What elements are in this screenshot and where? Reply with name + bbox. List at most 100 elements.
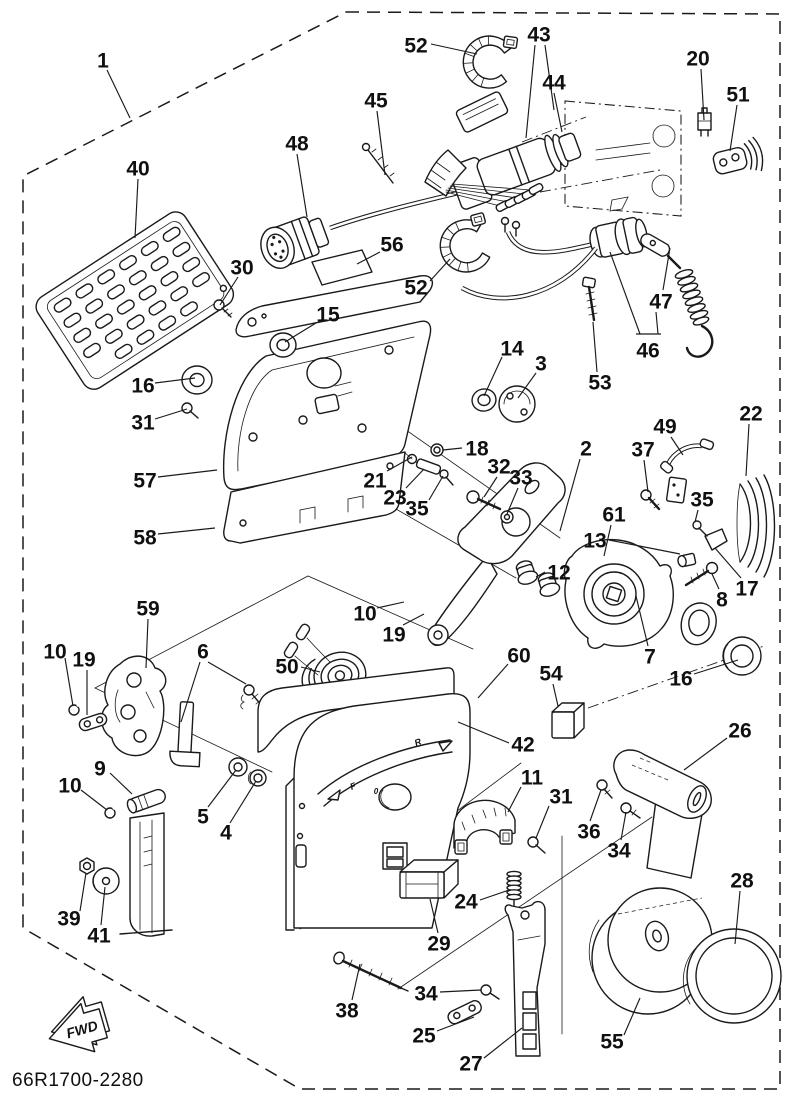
housing-marking-F: F <box>348 780 357 792</box>
leader-line <box>154 408 188 420</box>
callout-44: 44 <box>542 72 566 133</box>
callout-17: 17 <box>714 547 759 601</box>
callout-7: 7 <box>635 595 656 669</box>
callout-label-40: 40 <box>126 158 149 181</box>
callout-label-47: 47 <box>649 291 672 314</box>
callout-18: 18 <box>442 438 489 461</box>
leader-line <box>525 44 536 139</box>
callout-10: 10 <box>353 601 405 626</box>
part-washer-14 <box>471 388 497 412</box>
leader-line <box>356 251 381 265</box>
callout-59: 59 <box>136 598 160 669</box>
callout-label-39: 39 <box>57 908 80 931</box>
leader-line <box>553 92 563 133</box>
callout-label-51: 51 <box>726 84 750 107</box>
callout-label-10: 10 <box>43 641 66 664</box>
leader-line <box>729 104 738 152</box>
leader-line <box>483 356 503 397</box>
callout-55: 55 <box>600 997 641 1054</box>
callout-label-43: 43 <box>527 24 550 47</box>
part-screw-31-left <box>181 402 199 419</box>
callout-label-27: 27 <box>459 1053 482 1076</box>
callout-label-2: 2 <box>580 438 592 461</box>
callout-39: 39 <box>57 872 87 931</box>
leader-line <box>100 886 106 926</box>
part-throttle-cam-61 <box>563 438 776 676</box>
callout-11: 11 <box>507 767 544 813</box>
callout-label-3: 3 <box>535 353 547 376</box>
callout-label-35: 35 <box>405 498 429 521</box>
part-clamp-52-bottom <box>433 211 498 279</box>
callout-label-29: 29 <box>427 933 450 956</box>
leader-line <box>700 68 705 121</box>
callout-label-11: 11 <box>521 767 544 790</box>
callout-label-26: 26 <box>728 720 751 743</box>
part-code-text: 66R1700-2280 <box>12 1070 144 1091</box>
callout-label-9: 9 <box>94 758 106 781</box>
callout-31: 31 <box>131 408 188 435</box>
leader-line <box>477 663 509 699</box>
leader-line <box>609 251 641 335</box>
callout-60: 60 <box>477 645 531 699</box>
part-lanyard-47 <box>640 233 714 358</box>
callout-57: 57 <box>133 469 218 493</box>
leader-line <box>635 595 649 647</box>
fwd-arrow: FWD <box>48 996 111 1053</box>
callout-label-48: 48 <box>285 133 309 156</box>
part-shift-bracket-2 <box>403 443 566 647</box>
leader-line <box>734 890 741 945</box>
housing-marking-0: 0 <box>374 787 379 796</box>
leader-line <box>284 322 317 343</box>
callout-15: 15 <box>284 304 340 343</box>
callout-4: 4 <box>220 780 257 845</box>
callout-label-20: 20 <box>686 48 709 71</box>
callout-label-17: 17 <box>735 578 758 601</box>
callout-34: 34 <box>607 811 631 863</box>
leader-line <box>479 889 510 901</box>
leader-line <box>229 780 257 824</box>
leader-line <box>439 989 482 993</box>
callout-2: 2 <box>559 438 592 532</box>
callout-5: 5 <box>197 769 237 829</box>
callout-label-14: 14 <box>500 338 524 361</box>
callout-label-33: 33 <box>509 467 532 490</box>
callout-53: 53 <box>588 321 612 395</box>
callout-label-61: 61 <box>602 504 626 527</box>
part-control-lever-group <box>551 702 782 1024</box>
leader-line <box>80 789 108 811</box>
callout-label-4: 4 <box>220 822 232 845</box>
leader-line <box>662 247 671 291</box>
part-lower-panel-58 <box>223 451 406 544</box>
callout-16: 16 <box>131 375 196 398</box>
callout-label-10: 10 <box>353 603 376 626</box>
callout-label-1: 1 <box>97 50 109 73</box>
callout-label-34: 34 <box>414 983 438 1006</box>
callout-label-35: 35 <box>690 489 714 512</box>
callout-47: 47 <box>649 247 673 314</box>
leader-line <box>219 276 239 306</box>
callout-label-44: 44 <box>542 72 566 95</box>
callout-10: 10 <box>58 775 108 811</box>
callout-41: 41 <box>87 886 111 948</box>
callout-32: 32 <box>483 456 511 498</box>
callout-label-5: 5 <box>197 806 209 829</box>
callout-label-16: 16 <box>131 375 154 398</box>
callout-label-37: 37 <box>631 439 654 462</box>
callout-label-28: 28 <box>730 870 754 893</box>
callout-20: 20 <box>686 48 710 121</box>
leader-line <box>109 772 133 795</box>
leader-line <box>79 872 87 912</box>
leader-line <box>517 372 537 399</box>
callout-46: 46 <box>609 251 661 363</box>
leader-line <box>535 805 550 839</box>
leader-line <box>106 69 131 119</box>
leader-line <box>429 258 451 282</box>
callout-40: 40 <box>126 158 150 239</box>
leader-line <box>714 547 742 579</box>
callout-label-49: 49 <box>653 416 676 439</box>
callout-27: 27 <box>459 1027 523 1076</box>
part-housing-group <box>79 667 546 1057</box>
callout-28: 28 <box>730 870 754 945</box>
